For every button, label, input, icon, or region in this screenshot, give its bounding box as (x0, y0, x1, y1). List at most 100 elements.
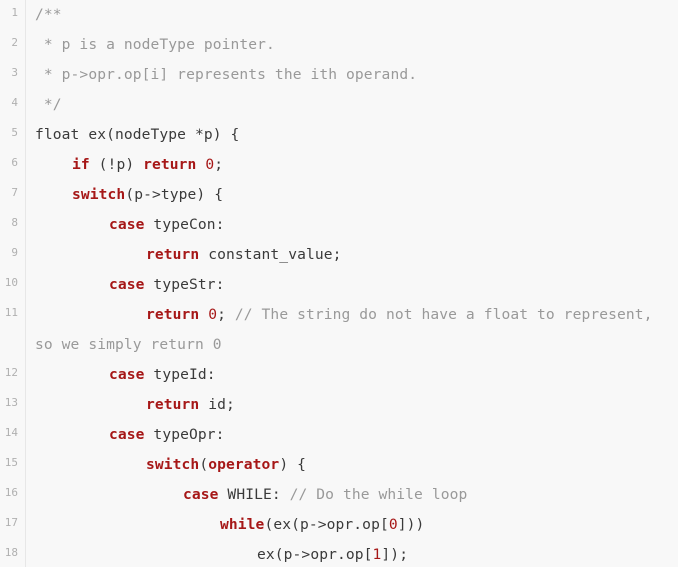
line-content: case typeCon: (35, 210, 225, 240)
keyword-token: case (109, 426, 145, 443)
code-line: 12 case typeId: (0, 360, 678, 390)
line-content: float ex(nodeType *p) { (35, 120, 239, 150)
line-content: switch(operator) { (35, 450, 306, 480)
keyword-token: return (143, 156, 197, 173)
number-token: 0 (205, 156, 215, 173)
code-line: 9 return constant_value; (0, 240, 678, 270)
code-token: ; (217, 306, 235, 323)
code-token: (ex(p->opr.op[ (264, 516, 389, 533)
keyword-token: return (146, 396, 200, 413)
line-content: */ (35, 90, 62, 120)
line-content: * p->opr.op[i] represents the ith operan… (35, 60, 417, 90)
keyword-token: while (220, 516, 265, 533)
line-content: ex(p->opr.op[1]); (35, 540, 408, 567)
code-line: 10 case typeStr: (0, 270, 678, 300)
code-token: typeCon: (144, 216, 225, 233)
code-line: 15 switch(operator) { (0, 450, 678, 480)
number-token: 0 (208, 306, 218, 323)
code-line: 1 /** (0, 0, 678, 30)
line-number: 2 (11, 36, 18, 49)
line-number: 16 (4, 486, 18, 499)
line-content: return constant_value; (35, 240, 342, 270)
comment-token: /** (35, 6, 62, 23)
code-line: 17 while(ex(p->opr.op[0])) (0, 510, 678, 540)
code-token: (!p) (89, 156, 144, 173)
code-line: 13 return id; (0, 390, 678, 420)
code-token: id; (199, 396, 235, 413)
line-content: /** (35, 0, 62, 30)
code-token: typeStr: (144, 276, 225, 293)
comment-token: */ (35, 96, 62, 113)
keyword-token: switch (146, 456, 200, 473)
comment-token: * p->opr.op[i] represents the ith operan… (35, 66, 418, 83)
code-line: 5 float ex(nodeType *p) { (0, 120, 678, 150)
number-token: 1 (372, 546, 382, 563)
code-token: constant_value; (199, 246, 342, 263)
line-number: 10 (4, 276, 18, 289)
keyword-token: return (146, 306, 200, 323)
code-token (199, 306, 208, 323)
line-number-gutter (0, 0, 26, 567)
comment-token: // The string do not have a float to rep… (234, 306, 653, 323)
keyword-token: case (109, 216, 145, 233)
code-token: float ex(nodeType *p) { (35, 126, 240, 143)
comment-token: * p is a nodeType pointer. (35, 36, 275, 53)
line-number: 6 (11, 156, 18, 169)
line-content: case typeStr: (35, 270, 225, 300)
keyword-token: case (109, 366, 145, 383)
line-number: 13 (4, 396, 18, 409)
code-token (196, 156, 205, 173)
code-token: typeId: (144, 366, 216, 383)
keyword-token: switch (72, 186, 126, 203)
code-line: 4 */ (0, 90, 678, 120)
line-content: so we simply return 0 (35, 330, 222, 360)
code-token: (p->type) { (125, 186, 224, 203)
comment-token: so we simply return 0 (35, 336, 222, 353)
code-line: 16 case WHILE: // Do the while loop (0, 480, 678, 510)
code-token: ( (199, 456, 209, 473)
code-token: ex(p->opr.op[ (257, 546, 373, 563)
code-token: ) { (279, 456, 306, 473)
line-number: 18 (4, 546, 18, 559)
line-number: 4 (11, 96, 18, 109)
code-line: 7 switch(p->type) { (0, 180, 678, 210)
code-line: 6 if (!p) return 0; (0, 150, 678, 180)
line-number: 7 (11, 186, 18, 199)
keyword-token: operator (208, 456, 280, 473)
code-line: 11 return 0; // The string do not have a … (0, 300, 678, 330)
keyword-token: if (72, 156, 90, 173)
line-number: 12 (4, 366, 18, 379)
keyword-token: case (183, 486, 219, 503)
code-line: 3 * p->opr.op[i] represents the ith oper… (0, 60, 678, 90)
code-line: 18 ex(p->opr.op[1]); (0, 540, 678, 567)
number-token: 0 (388, 516, 398, 533)
line-number: 8 (11, 216, 18, 229)
line-content: case WHILE: // Do the while loop (35, 480, 467, 510)
line-content: switch(p->type) { (35, 180, 223, 210)
line-number: 17 (4, 516, 18, 529)
line-content: case typeOpr: (35, 420, 225, 450)
line-number: 15 (4, 456, 18, 469)
line-content: while(ex(p->opr.op[0])) (35, 510, 424, 540)
code-token: WHILE: (218, 486, 290, 503)
line-content: * p is a nodeType pointer. (35, 30, 275, 60)
line-number: 3 (11, 66, 18, 79)
line-number: 9 (11, 246, 18, 259)
keyword-token: return (146, 246, 200, 263)
keyword-token: case (109, 276, 145, 293)
line-number: 14 (4, 426, 18, 439)
line-content: if (!p) return 0; (35, 150, 223, 180)
line-number: 1 (11, 6, 18, 19)
line-content: return id; (35, 390, 235, 420)
code-token: ]); (381, 546, 409, 563)
code-token: ; (214, 156, 224, 173)
code-line: 8 case typeCon: (0, 210, 678, 240)
code-line: 14 case typeOpr: (0, 420, 678, 450)
comment-token: // Do the while loop (289, 486, 468, 503)
line-number: 5 (11, 126, 18, 139)
line-number: 11 (4, 306, 18, 319)
code-line-wrapped: so we simply return 0 (0, 330, 678, 360)
code-token: typeOpr: (144, 426, 225, 443)
